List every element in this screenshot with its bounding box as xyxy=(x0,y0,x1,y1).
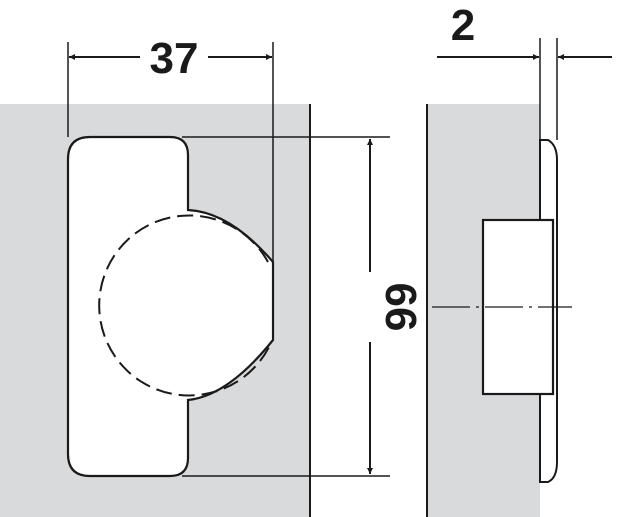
offset-dimension-label: 2 xyxy=(451,1,475,50)
width-dimension-label: 37 xyxy=(150,34,199,83)
hinge-plate-outline xyxy=(66,135,275,478)
front-view: 37 66 xyxy=(0,34,425,517)
height-dimension-label: 66 xyxy=(376,283,425,332)
side-view: 2 xyxy=(426,1,612,517)
cup-hidden-circle xyxy=(98,214,272,397)
